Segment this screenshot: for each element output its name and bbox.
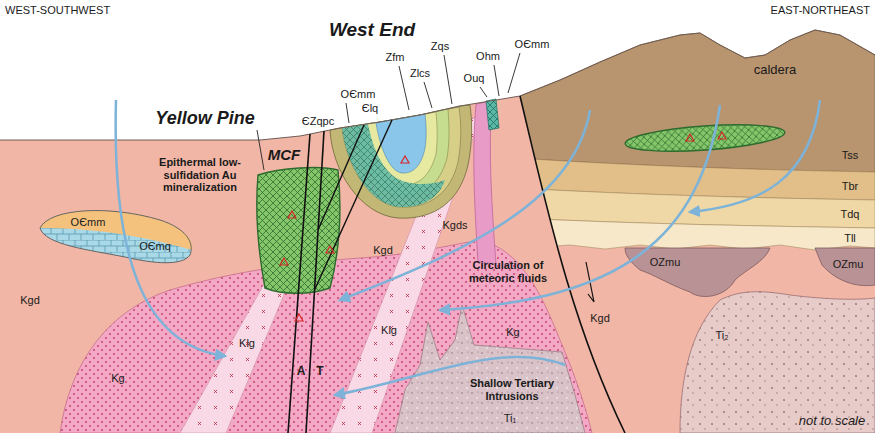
unit-label: Zlcs xyxy=(410,67,430,80)
ti1-intrusion xyxy=(395,305,585,433)
mineralization-symbols xyxy=(280,132,726,321)
leader-line xyxy=(346,103,349,123)
leader-line xyxy=(424,82,432,108)
unit-label: Tdq xyxy=(841,208,860,221)
feature-label: caldera xyxy=(754,63,797,78)
fluid-arrows xyxy=(116,100,820,395)
ozmu-unit xyxy=(815,248,875,286)
leader-lines xyxy=(257,53,520,170)
fluid-arrow xyxy=(340,110,590,300)
fault-block-label: T xyxy=(316,365,323,379)
unit-label: Tss xyxy=(842,149,859,162)
unit-label: Klg xyxy=(239,337,255,350)
unit-label: Єlq xyxy=(362,102,378,115)
unit-label: OЄmm xyxy=(341,88,376,101)
sedimentary-layer xyxy=(330,105,472,218)
mineral-triangle xyxy=(295,314,303,321)
mineral-triangle xyxy=(280,258,288,265)
fault-line xyxy=(306,131,324,433)
unit-label: Tll xyxy=(844,232,856,245)
unit-label: Kgd xyxy=(20,294,40,307)
direction-label: WEST-SOUTHWEST xyxy=(5,4,110,17)
mineral-triangle xyxy=(718,132,726,139)
unit-label: OЄmq xyxy=(139,240,171,253)
unit-label: Kgd xyxy=(590,312,610,325)
fault-block-label: A xyxy=(297,365,306,379)
direction-label: EAST-NORTHEAST xyxy=(771,4,870,17)
unit-label: OZmu xyxy=(833,258,864,271)
leader-line xyxy=(257,130,264,170)
unit-label: Ouq xyxy=(464,72,485,85)
unit-label: Tbr xyxy=(842,180,859,193)
leader-line xyxy=(508,53,520,93)
unit-label: OZmu xyxy=(650,256,681,269)
fault-line xyxy=(315,120,393,290)
scale-note: not to scale xyxy=(799,414,866,429)
tll-unit xyxy=(515,218,875,250)
leader-line xyxy=(399,66,409,110)
mineralized-zone xyxy=(257,168,340,294)
fault-name: MCF xyxy=(268,146,301,163)
unit-label: OЄmm xyxy=(515,38,550,51)
mineralized-zone xyxy=(624,120,785,155)
unit-label: Zqs xyxy=(431,40,449,53)
leader-line xyxy=(444,55,452,104)
unit-label: Klg xyxy=(381,324,397,337)
fluid-arrow xyxy=(440,105,720,310)
mineral-triangle xyxy=(686,134,694,141)
unit-label: Kgds xyxy=(442,219,467,232)
leader-line xyxy=(480,87,487,97)
unit-label: Kg xyxy=(506,326,519,339)
locality-name: West End xyxy=(329,19,415,41)
leucogranite-dike xyxy=(180,278,286,433)
unit-label: OЄmm xyxy=(71,216,106,229)
fault-line xyxy=(318,125,364,230)
annotation-text: Shallow Tertiary Intrusions xyxy=(457,377,567,402)
annotation-text: Epithermal low-sulfidation Au mineraliza… xyxy=(150,156,250,194)
annotation-text: Circulation of meteoric fluids xyxy=(458,259,558,284)
unit-label: ЄZqpc xyxy=(302,115,334,128)
mineral-triangle xyxy=(401,156,409,163)
lens-outline xyxy=(40,211,191,263)
fluid-arrow xyxy=(116,100,225,356)
ti2-intrusion xyxy=(680,292,875,433)
granodiorite-unit xyxy=(0,30,875,433)
unit-label: Ti₂ xyxy=(715,329,728,342)
unit-label: Ti₁ xyxy=(504,412,516,425)
unit-label: Ohm xyxy=(476,50,500,63)
fault-line xyxy=(288,134,310,433)
ouq-unit xyxy=(486,99,499,130)
ground-surface xyxy=(0,30,875,140)
ozmu-unit xyxy=(625,248,770,296)
unit-label: Zfm xyxy=(386,51,405,64)
locality-name: Yellow Pine xyxy=(155,108,254,129)
carbonate-core xyxy=(376,114,426,173)
mineral-triangle xyxy=(326,246,334,253)
mineral-triangle xyxy=(288,211,296,218)
leader-line xyxy=(494,65,499,96)
unit-label: Kg xyxy=(111,372,124,385)
fluid-arrow xyxy=(690,100,820,212)
unit-label: Kgd xyxy=(373,244,393,257)
